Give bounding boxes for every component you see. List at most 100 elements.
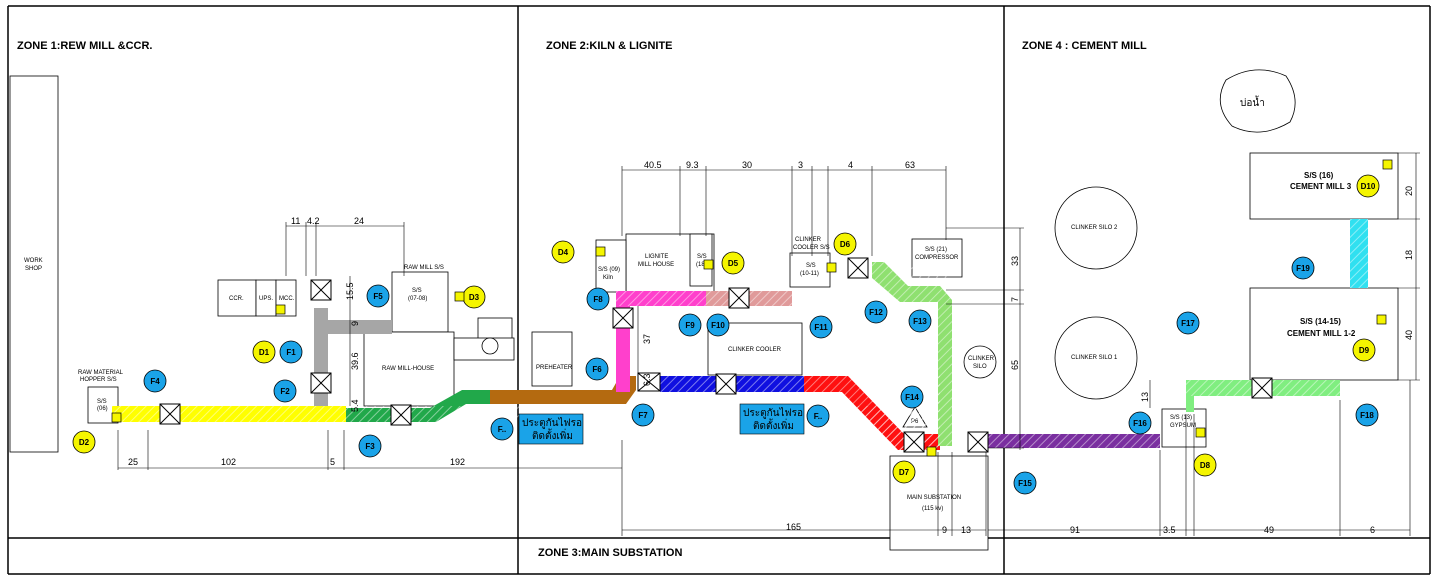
fire-door-6 (728, 287, 750, 309)
ss06-label-2: (06) (97, 406, 108, 412)
marker-f16: F16 (1128, 411, 1152, 435)
marker-circle (585, 357, 609, 381)
dim-63: 63 (905, 160, 915, 170)
marker-label: F10 (711, 321, 725, 330)
detector-square-icon (275, 304, 286, 315)
silo2-label: CLINKER SILO 2 (1071, 225, 1118, 231)
rawmill-house-label: RAW MILL-HOUSE (382, 366, 434, 372)
ss0708-label: S/S (412, 288, 422, 294)
marker-label: D2 (79, 438, 90, 447)
dim-15-5: 15.5 (345, 282, 355, 300)
marker-circle (273, 379, 297, 403)
fire-door-11 (1251, 377, 1273, 399)
cm3-label-2: CEMENT MILL 3 (1290, 182, 1352, 191)
marker-d8: D8 (1193, 453, 1217, 477)
mcc-label: MCC. (279, 296, 295, 302)
marker-label: F6 (592, 365, 602, 374)
marker-circle (833, 232, 857, 256)
lignite-label-2: MILL HOUSE (638, 262, 674, 268)
workshop-label-2: SHOP (25, 266, 42, 272)
marker-label: F15 (1018, 479, 1032, 488)
rawmill-house (363, 331, 455, 407)
marker-fa: F.. (490, 417, 514, 441)
marker-f6: F6 (585, 357, 609, 381)
preheater-building (531, 331, 573, 387)
main-ss-label: MAIN SUBSTATION (907, 495, 961, 501)
clinker-silo-2 (1054, 186, 1138, 270)
pond-label: บ่อน้ำ (1240, 95, 1265, 109)
marker-label: F11 (814, 323, 828, 332)
marker-circle (586, 287, 610, 311)
dim-9-3: 9.3 (686, 160, 699, 170)
route-hatching (112, 219, 1368, 452)
marker-label: F1 (286, 348, 296, 357)
dim-102: 102 (221, 457, 236, 467)
marker-label: D9 (1359, 346, 1370, 355)
hopper-label-2: HOPPER S/S (80, 377, 117, 383)
dim-40: 40 (1404, 330, 1414, 340)
detector-square-icon (454, 291, 465, 302)
fire-door-note-1-line1: ประตูกันไฟรอ (522, 417, 582, 429)
detector-square-icon (826, 262, 837, 273)
marker-label: F16 (1133, 419, 1147, 428)
marker-label: D8 (1200, 461, 1211, 470)
gypsum-label-2: GYPSUM (1170, 423, 1196, 429)
dim-13b: 13 (961, 525, 971, 535)
marker-circle (631, 403, 655, 427)
route-brown (490, 376, 636, 404)
ss09-label-2: Kiln (603, 275, 613, 281)
fire-door-10 (967, 431, 989, 453)
dim-25: 25 (128, 457, 138, 467)
marker-circle (678, 313, 702, 337)
marker-circle (1291, 256, 1315, 280)
ss18-label: S/S (697, 254, 707, 260)
dim-33: 33 (1010, 256, 1020, 266)
hopper-label: RAW MATERIAL (78, 370, 124, 376)
marker-f2: F2 (273, 379, 297, 403)
cm12-label-2: CEMENT MILL 1-2 (1287, 329, 1356, 338)
rawmill-annex (477, 317, 513, 341)
clinker-cooler-label: CLINKER COOLER (728, 347, 782, 353)
marker-circle (358, 434, 382, 458)
workshop-building (9, 75, 59, 453)
fire-door-12 (637, 372, 661, 392)
marker-label: F18 (1360, 411, 1374, 420)
fire-door-note-2 (739, 403, 805, 435)
marker-label: F12 (869, 308, 883, 317)
preheater-label: PREHEATER (536, 365, 573, 371)
marker-f19: F19 (1291, 256, 1315, 280)
zone-4-label: ZONE 4 : CEMENT MILL (1022, 40, 1147, 52)
marker-d4: D4 (551, 240, 575, 264)
cement-mill-1-2-substation (1249, 287, 1399, 381)
ss0708-label-2: (07-08) (408, 296, 427, 302)
marker-circle (706, 313, 730, 337)
marker-label: F8 (593, 295, 603, 304)
marker-circle (1355, 403, 1379, 427)
dim-6: 6 (1370, 525, 1375, 535)
marker-label: D4 (558, 248, 569, 257)
marker-fb: F.. (806, 404, 830, 428)
detector-square-icon (703, 259, 714, 270)
detector-square-icon (1195, 427, 1206, 438)
fire-door-3 (310, 372, 332, 394)
rawmill-substation (391, 271, 449, 333)
marker-circle (1193, 453, 1217, 477)
ss21-label: S/S (21) (925, 247, 947, 253)
detector-square-icon (1376, 314, 1387, 325)
marker-label: F14 (905, 393, 919, 402)
cm3-label: S/S (16) (1304, 171, 1334, 180)
zone-3-label: ZONE 3:MAIN SUBSTATION (538, 547, 682, 559)
dim-6-3: 6.3 (642, 373, 652, 386)
marker-f18: F18 (1355, 403, 1379, 427)
dim-37: 37 (642, 334, 652, 344)
marker-circle (1352, 338, 1376, 362)
silo1-label: CLINKER SILO 1 (1071, 355, 1118, 361)
gypsum-label: S/S (13) (1170, 415, 1192, 421)
marker-circle (72, 430, 96, 454)
dim-5: 5 (330, 457, 335, 467)
ccss-label: CLINKER (795, 237, 822, 243)
marker-f17: F17 (1176, 311, 1200, 335)
dim-65: 65 (1010, 360, 1020, 370)
dim-49: 49 (1264, 525, 1274, 535)
